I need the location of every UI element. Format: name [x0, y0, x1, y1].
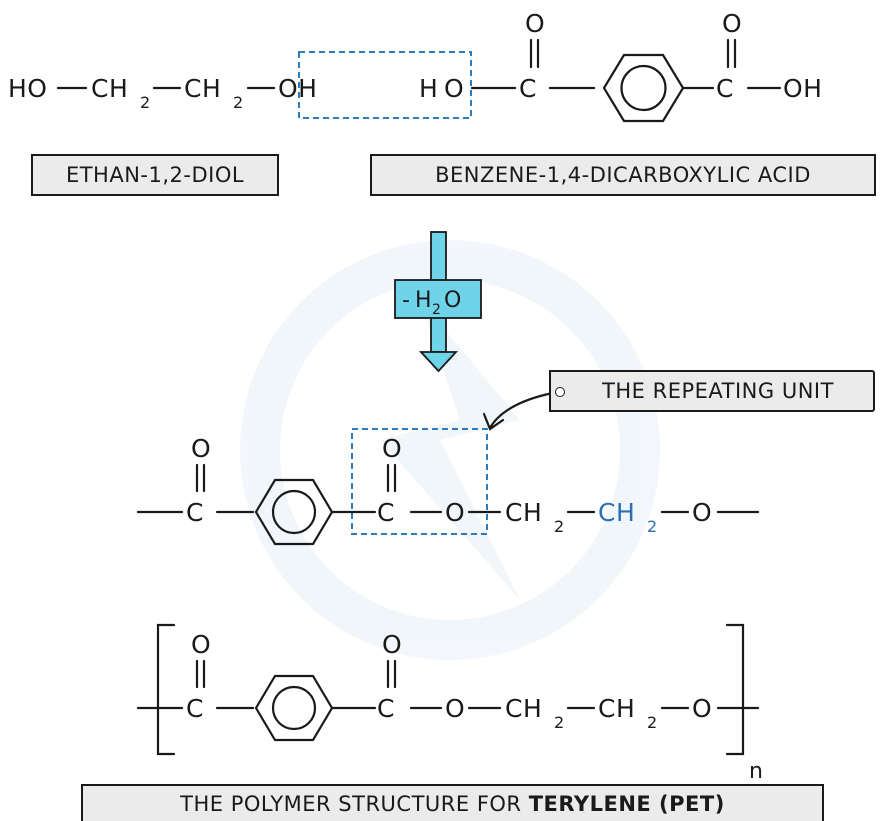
- atom-h: H: [419, 74, 438, 103]
- ethanediol-label: ETHAN-1,2-DIOL: [31, 154, 279, 196]
- repeating-unit-tag: THE REPEATING UNIT: [549, 370, 875, 412]
- atom-o: O: [692, 498, 712, 527]
- polymer-chain-segment: C O C O O CH 2 CH 2 O: [136, 434, 760, 546]
- right-bracket: [725, 623, 745, 756]
- reaction-arrow: - H 2 O: [394, 231, 482, 373]
- atom-oh: OH: [278, 74, 317, 103]
- tag-pointer-head: [482, 412, 505, 431]
- subscript-2: 2: [233, 93, 244, 112]
- condition-h: H: [415, 288, 432, 313]
- condition-box: [394, 279, 482, 319]
- ethanediol-molecule: HO CH 2 CH 2 OH: [8, 74, 317, 112]
- atom-o: O: [722, 9, 742, 38]
- atom-ch: CH: [505, 694, 542, 723]
- benzene-ring-circle: [271, 489, 317, 535]
- tag-hole-icon: [555, 387, 565, 397]
- polymer-label-prefix: THE POLYMER STRUCTURE FOR: [180, 791, 529, 816]
- watermark-logo: [240, 240, 660, 660]
- condition-minus: -: [402, 288, 410, 313]
- atom-c: C: [519, 74, 537, 103]
- subscript-2: 2: [647, 713, 658, 732]
- atom-c: C: [186, 498, 204, 527]
- acid-label-text: BENZENE-1,4-DICARBOXYLIC ACID: [435, 163, 811, 187]
- atom-c: C: [186, 694, 204, 723]
- atom-o: O: [191, 434, 211, 463]
- subscript-2: 2: [140, 93, 151, 112]
- atom-c: C: [377, 694, 395, 723]
- atom-ch: CH: [505, 498, 542, 527]
- atom-ch: CH: [184, 74, 221, 103]
- atom-ch: CH: [598, 694, 635, 723]
- benzene-ring-circle: [271, 685, 317, 731]
- atom-oh: OH: [783, 74, 822, 103]
- left-bracket: [156, 623, 176, 756]
- atom-c: C: [716, 74, 734, 103]
- atom-c: C: [377, 498, 395, 527]
- atom-o: O: [191, 630, 211, 659]
- benzene-ring: [254, 674, 334, 742]
- subscript-2: 2: [554, 517, 565, 536]
- benzene-ring-circle: [620, 64, 667, 112]
- atom-o: O: [525, 9, 545, 38]
- polymer-label-bold: TERYLENE (PET): [528, 791, 725, 816]
- atom-ch: CH: [91, 74, 128, 103]
- condition-subscript: 2: [432, 302, 441, 318]
- atom-o: O: [445, 498, 465, 527]
- tag-pointer-curve: [488, 390, 560, 430]
- elimination-dashed-box: [298, 51, 472, 119]
- acid-label: BENZENE-1,4-DICARBOXYLIC ACID: [370, 154, 876, 196]
- subscript-2: 2: [647, 517, 658, 536]
- atom-o: O: [444, 74, 464, 103]
- atom-ch: CH: [598, 498, 635, 527]
- atom-o: O: [692, 694, 712, 723]
- polymer-label: THE POLYMER STRUCTURE FOR TERYLENE (PET): [81, 784, 824, 821]
- atom-ho: HO: [8, 74, 47, 103]
- atom-o: O: [382, 434, 402, 463]
- subscript-n: n: [749, 759, 763, 784]
- terephthalic-acid-molecule: H O C O C O OH: [419, 9, 822, 123]
- condition-o: O: [444, 288, 462, 313]
- ethanediol-label-text: ETHAN-1,2-DIOL: [65, 163, 245, 187]
- atom-o: O: [382, 630, 402, 659]
- repeating-unit-tag-text: THE REPEATING UNIT: [602, 379, 834, 403]
- subscript-2: 2: [554, 713, 565, 732]
- polymer-repeat-unit: n C O C O O CH 2 CH 2 O: [136, 623, 763, 784]
- atom-o: O: [445, 694, 465, 723]
